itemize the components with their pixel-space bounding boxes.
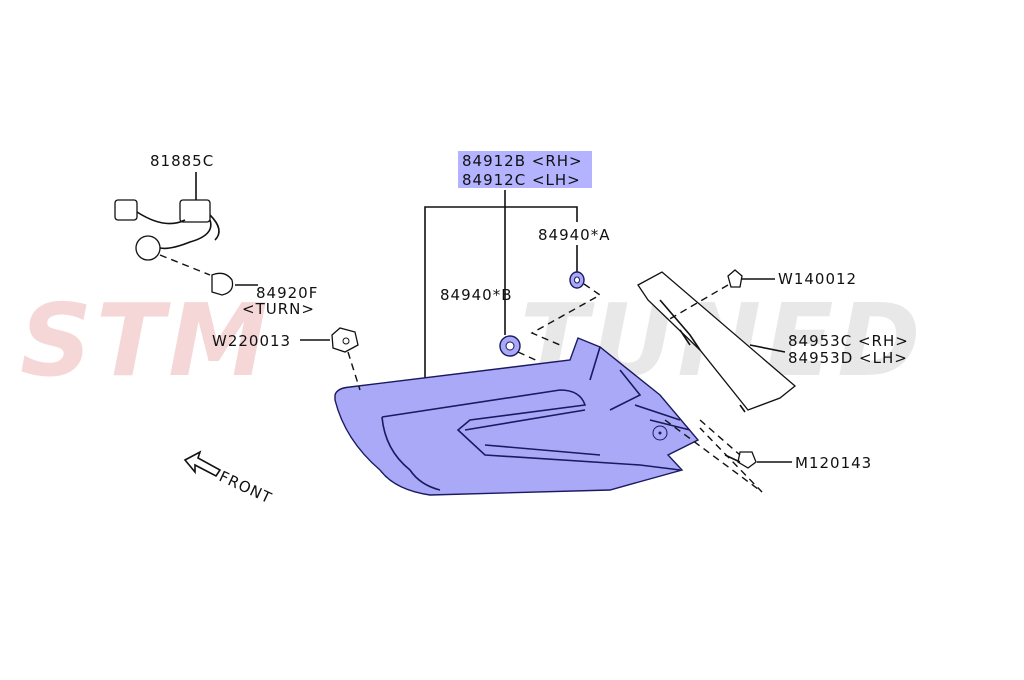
label-grommet-b[interactable]: 84940*B (440, 286, 513, 304)
grommet-a-icon[interactable] (569, 271, 585, 289)
label-lamp-rh[interactable]: 84912B <RH> (462, 152, 583, 170)
rear-lamp-assembly[interactable] (334, 337, 700, 496)
clip-left-icon[interactable] (331, 327, 359, 353)
front-direction-label: FRONT (216, 467, 275, 507)
label-harness[interactable]: 81885C (150, 152, 214, 170)
label-clip-right[interactable]: W140012 (778, 270, 857, 288)
label-grommet-a[interactable]: 84940*A (538, 226, 610, 244)
screw-icon[interactable] (724, 451, 757, 469)
label-screw[interactable]: M120143 (795, 454, 872, 472)
label-clip-left[interactable]: W220013 (212, 332, 291, 350)
label-reflector-lh[interactable]: 84953D <LH> (788, 349, 908, 367)
label-reflector-rh[interactable]: 84953C <RH> (788, 332, 909, 350)
clip-left-dash (347, 351, 361, 391)
bulb-dash (159, 254, 211, 276)
reflector-icon[interactable] (637, 271, 797, 413)
reflector-leader (749, 344, 786, 353)
bulb-icon[interactable] (211, 272, 234, 296)
label-lamp-lh[interactable]: 84912C <LH> (462, 171, 581, 189)
grommet-b-icon[interactable] (499, 335, 521, 357)
watermark-stm: STM (20, 282, 272, 399)
screw-dash (664, 419, 763, 493)
leader-lines (424, 190, 578, 383)
clip-right-icon[interactable] (727, 269, 743, 288)
part-highlight-box (458, 151, 592, 188)
grommet-dash (517, 283, 602, 363)
front-arrow-icon (183, 450, 222, 478)
label-bulb[interactable]: 84920F (256, 284, 318, 302)
label-bulb-note: <TURN> (242, 300, 315, 318)
socket-harness-icon[interactable] (114, 199, 220, 261)
